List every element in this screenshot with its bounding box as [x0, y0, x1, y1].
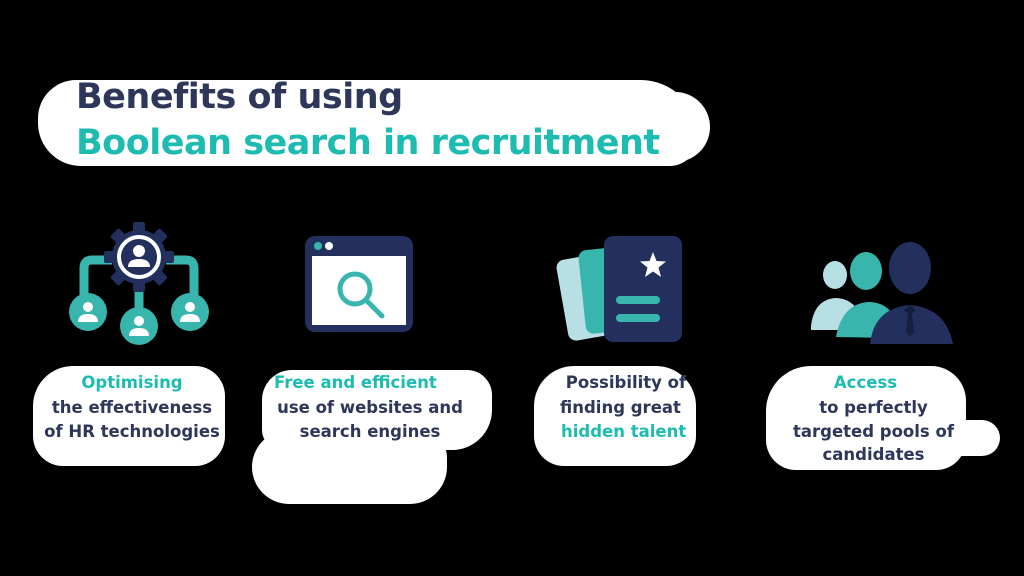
- benefit-caption-2: Free and efficient use of websites and s…: [270, 371, 470, 445]
- benefit-2-highlight: Free and efficient: [274, 373, 437, 392]
- benefit-caption-3: Possibility of finding great hidden tale…: [546, 371, 706, 445]
- benefit-1-highlight: Optimising: [81, 373, 183, 392]
- title-line-1: Benefits of using: [76, 77, 403, 117]
- benefit-4-line-2: targeted pools of: [792, 422, 954, 441]
- title-highlight-blob-tail: [470, 92, 710, 162]
- candidate-group-icon: [811, 242, 953, 344]
- caption-blob-2-tail: [252, 430, 447, 504]
- page-title: Benefits of using Boolean search in recr…: [76, 74, 660, 166]
- benefit-caption-1: Optimising the effectiveness of HR techn…: [36, 371, 228, 445]
- benefit-3-line-2: finding great: [560, 397, 681, 417]
- benefit-4-line-3: candidates: [822, 444, 925, 464]
- benefit-2-line-2: search engines: [299, 422, 441, 441]
- resume-cards-star-icon: [556, 236, 682, 342]
- title-line-2: Boolean search in recruitment: [76, 123, 660, 163]
- benefit-1-line-2: of HR technologies: [44, 422, 220, 441]
- benefit-1-line-1: the effectiveness: [51, 397, 213, 417]
- benefit-3-highlight: hidden talent: [561, 422, 687, 441]
- browser-search-icon: [305, 236, 413, 332]
- caption-blob-3: [534, 366, 696, 466]
- gear-network-people-icon: [69, 222, 209, 345]
- benefit-4-highlight: Access: [833, 373, 898, 392]
- caption-blob-1: [33, 366, 225, 466]
- benefit-2-line-1: use of websites and: [277, 397, 463, 417]
- benefit-4-line-1: to perfectly: [819, 397, 928, 417]
- caption-blob-4-tail: [900, 420, 1000, 456]
- benefit-3-line-1: Possibility of: [565, 373, 687, 392]
- benefit-caption-4: Access to perfectly targeted pools of ca…: [776, 371, 971, 465]
